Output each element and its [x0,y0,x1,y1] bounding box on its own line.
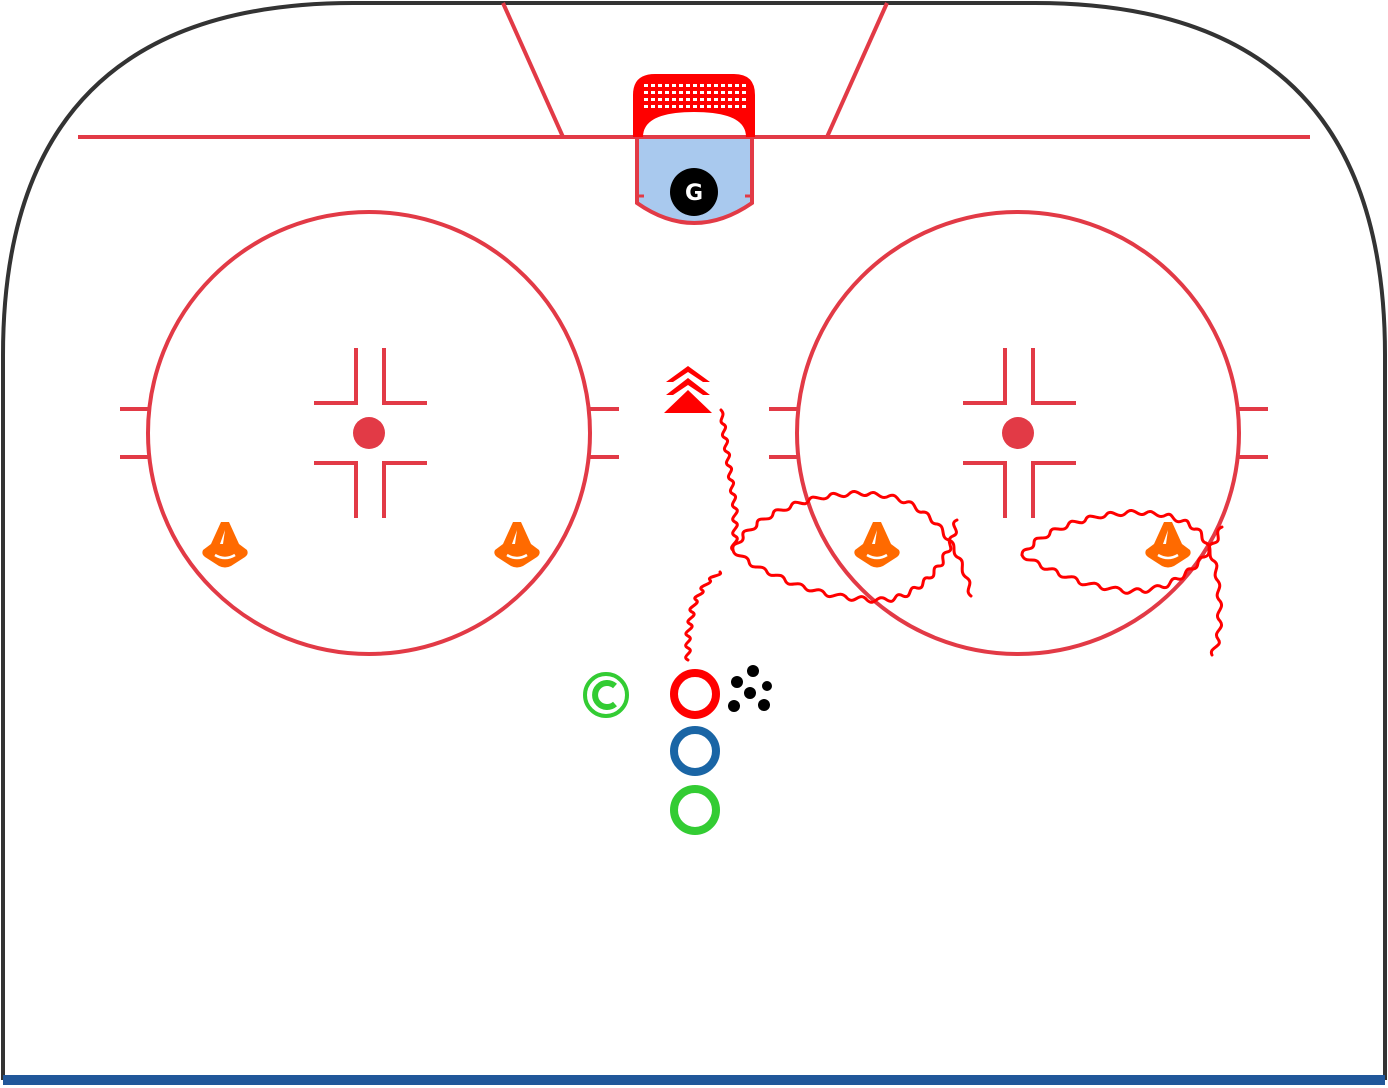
blue-line [3,1075,1385,1085]
goalie[interactable]: G [670,168,718,216]
player-blue[interactable] [670,726,720,776]
faceoff-circle-right [769,210,1268,656]
player-red[interactable] [670,669,720,719]
cone-icon [853,520,901,569]
cone-icon [493,520,541,569]
skating-path [684,489,1224,662]
trapezoid-left [501,2,565,138]
faceoff-dot-right [1002,417,1034,449]
faceoff-dot-left [353,417,385,449]
goalie-label: G [685,181,703,206]
trapezoid-right [825,2,889,138]
faceoff-circle-left [120,210,619,656]
cone-icon [1144,520,1192,569]
coach[interactable] [583,672,629,718]
path-arrowhead-icon [664,366,712,413]
pucks [728,665,772,712]
skating-path-to-net [719,408,739,552]
goal-net [633,74,755,137]
player-green[interactable] [670,785,720,835]
cone-icon [201,520,249,569]
